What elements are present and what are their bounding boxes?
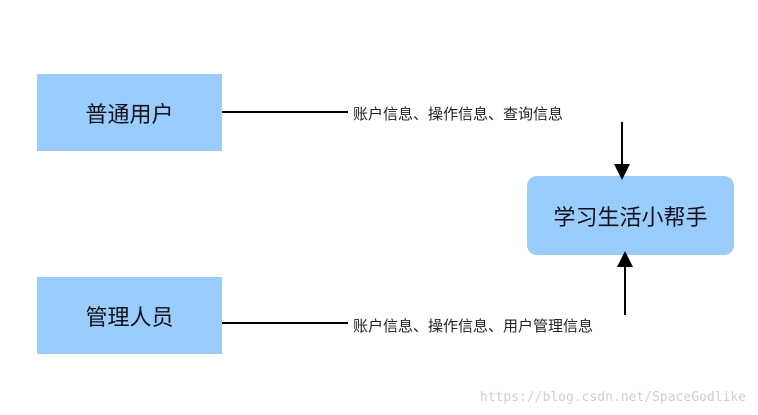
node-administrator: 管理人员 (37, 277, 222, 354)
node-regular-user: 普通用户 (37, 74, 222, 151)
node-study-life-helper: 学习生活小帮手 (527, 176, 734, 255)
flow-label-admin: 账户信息、操作信息、用户管理信息 (353, 317, 594, 335)
node-administrator-label: 管理人员 (85, 305, 174, 331)
flow-label-user: 账户信息、操作信息、查询信息 (353, 105, 564, 123)
node-regular-user-label: 普通用户 (85, 102, 174, 128)
node-study-life-helper-label: 学习生活小帮手 (553, 205, 708, 231)
watermark: https://blog.csdn.net/SpaceGodlike (479, 390, 746, 405)
